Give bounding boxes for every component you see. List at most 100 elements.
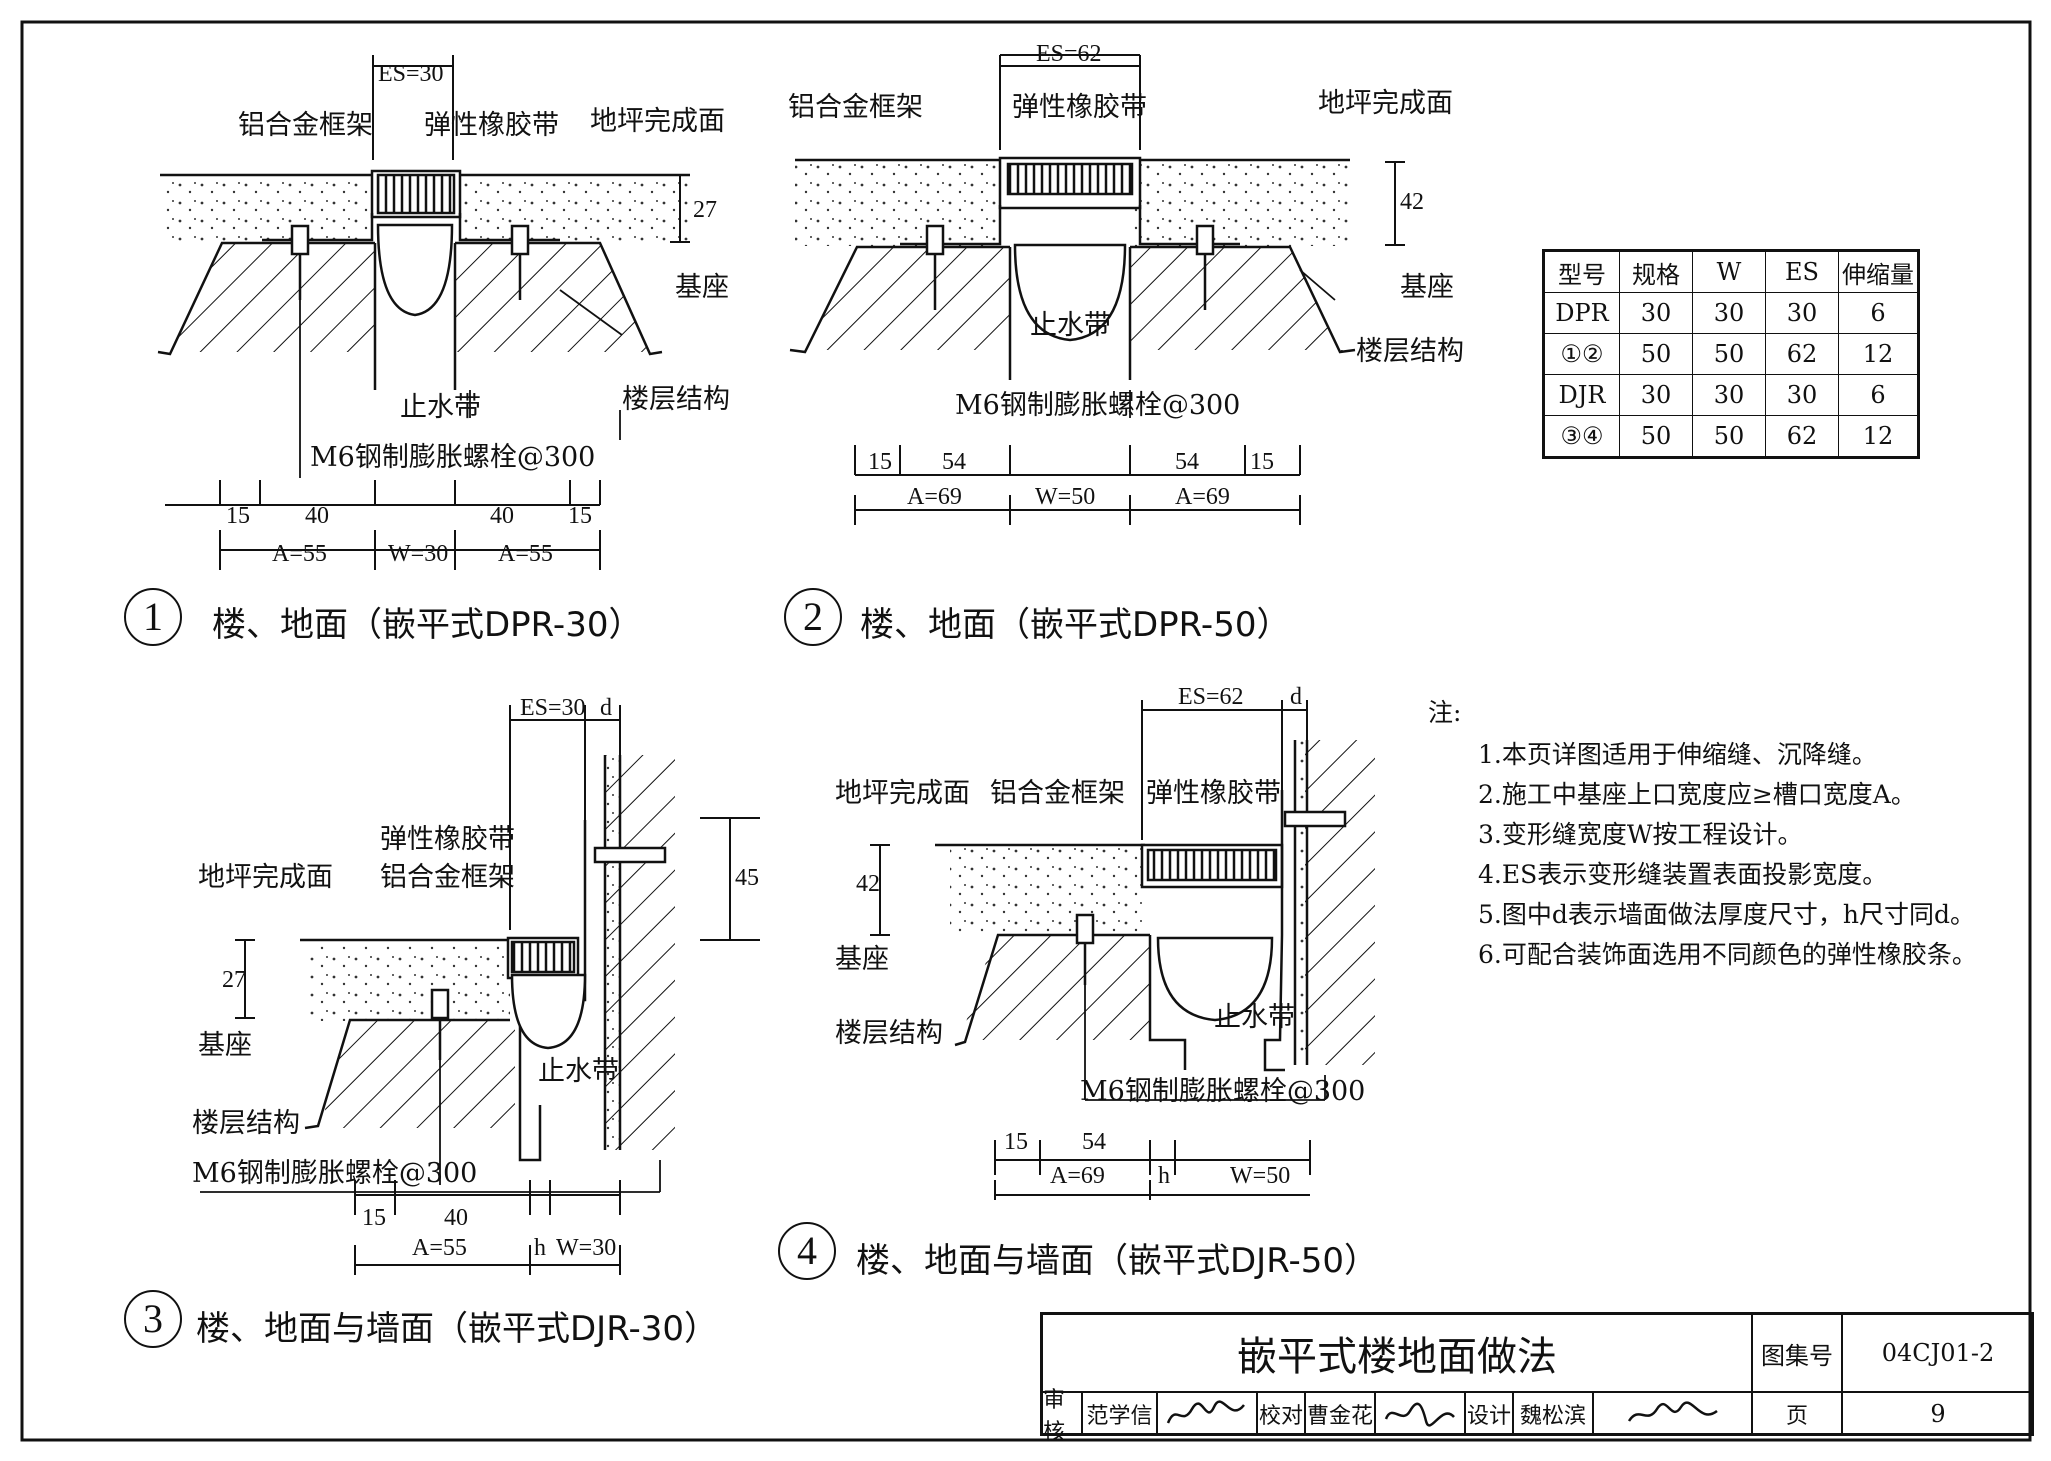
d1-dim-a1: 15: [226, 503, 250, 529]
spec-row: DJR 30 30 30 6: [1543, 374, 1919, 416]
checker-signature-icon: [1376, 1393, 1466, 1435]
d3-base-label: 基座: [198, 1030, 252, 1061]
drawing-title: 嵌平式楼地面做法: [1043, 1315, 1753, 1393]
d2-rubber-label: 弹性橡胶带: [1012, 92, 1147, 123]
d2-dim-b2: 54: [1175, 449, 1199, 475]
d1-es-dim: ES=30: [378, 61, 444, 87]
page-number: 9: [1930, 1400, 1946, 1428]
d3-finish-label: 地坪完成面: [198, 862, 333, 893]
d2-number: 2: [784, 588, 842, 646]
d4-dim-a1: 15: [1004, 1129, 1028, 1155]
d2-structure-label: 楼层结构: [1356, 336, 1464, 367]
d1-base-label: 基座: [675, 272, 729, 303]
d1-dim-b1: 15: [568, 503, 592, 529]
d2-dim-a: A=69: [907, 484, 962, 510]
spec-row: ①② 50 50 62 12: [1543, 333, 1919, 375]
title-block: 嵌平式楼地面做法 图集号 04CJ01-2 审核 范学信 校对 曹金花 设计 魏…: [1040, 1312, 2034, 1445]
d4-dim-h: h: [1158, 1163, 1170, 1189]
d2-height-dim: 42: [1400, 189, 1424, 215]
note-item: 5.图中d表示墙面做法厚度尺寸，h尺寸同d。: [1478, 900, 1975, 929]
spec-table-header: 型号 规格 W ES 伸缩量: [1543, 250, 1919, 293]
atlas-number: 04CJ01-2: [1843, 1315, 2033, 1393]
d2-es-dim: ES=62: [1036, 41, 1102, 67]
spec-cell: 30: [1692, 374, 1766, 416]
d3-waterstop-label: 止水带: [538, 1056, 619, 1087]
d1-caption: 楼、地面（嵌平式DPR-30）: [212, 605, 643, 645]
spec-cell: DPR: [1543, 292, 1620, 334]
d4-bolt-label: M6钢制膨胀螺栓@300: [1080, 1076, 1366, 1107]
d3-d-dim: d: [600, 695, 612, 721]
d4-rubber-label: 弹性橡胶带: [1146, 778, 1281, 809]
review-label: 审核: [1043, 1388, 1083, 1445]
spec-cell: 30: [1692, 292, 1766, 334]
d3-dim-w: W=30: [556, 1235, 617, 1261]
spec-cell: 12: [1838, 333, 1919, 375]
detail-3-drawing: [200, 705, 760, 1275]
spec-cell: DJR: [1543, 374, 1620, 416]
d1-dim-b: A=55: [498, 541, 553, 567]
d4-height-dim: 42: [856, 871, 880, 897]
note-item: 2.施工中基座上口宽度应≥槽口宽度A。: [1478, 780, 1916, 809]
d4-dim-a2: 54: [1082, 1129, 1106, 1155]
d3-number: 3: [124, 1290, 182, 1348]
d3-frame-label: 铝合金框架: [380, 862, 515, 893]
spec-header: ES: [1765, 250, 1839, 293]
detail-4-drawing: [870, 700, 1375, 1200]
check-label: 校对: [1258, 1393, 1306, 1435]
note-item: 6.可配合装饰面选用不同颜色的弹性橡胶条。: [1478, 940, 1977, 969]
d4-base-label: 基座: [835, 944, 889, 975]
d1-dim-b2: 40: [490, 503, 514, 529]
d4-structure-label: 楼层结构: [835, 1018, 943, 1049]
spec-cell: 62: [1765, 415, 1839, 458]
d2-caption: 楼、地面（嵌平式DPR-50）: [860, 605, 1291, 645]
spec-cell: 50: [1692, 333, 1766, 375]
notes-title: 注:: [1428, 698, 1462, 727]
spec-cell: 6: [1838, 374, 1919, 416]
spec-header: 伸缩量: [1838, 250, 1919, 293]
d2-waterstop-label: 止水带: [1030, 310, 1111, 341]
detail-2-drawing: [789, 54, 1405, 525]
d4-number: 4: [778, 1222, 836, 1280]
d3-dim-a1: 15: [362, 1205, 386, 1231]
d1-rubber-label: 弹性橡胶带: [424, 110, 559, 141]
d4-dim-w: W=50: [1230, 1163, 1291, 1189]
d3-height-dim: 27: [222, 967, 246, 993]
d3-structure-label: 楼层结构: [192, 1108, 300, 1139]
d1-structure-label: 楼层结构: [622, 384, 730, 415]
d3-dim-a: A=55: [412, 1235, 467, 1261]
spec-header: 规格: [1619, 250, 1693, 293]
d3-wall-height-dim: 45: [735, 865, 759, 891]
d4-d-dim: d: [1290, 684, 1302, 710]
detail-1-drawing: [157, 55, 690, 570]
d2-dim-w: W=50: [1035, 484, 1096, 510]
d2-bolt-label: M6钢制膨胀螺栓@300: [955, 390, 1241, 421]
d4-dim-a: A=69: [1050, 1163, 1105, 1189]
d1-dim-a: A=55: [272, 541, 327, 567]
spec-cell: ③④: [1543, 415, 1620, 458]
d2-dim-a1: 15: [868, 449, 892, 475]
spec-cell: 50: [1619, 333, 1693, 375]
spec-cell: ①②: [1543, 333, 1620, 375]
spec-header: W: [1692, 250, 1766, 293]
d2-dim-a2: 54: [942, 449, 966, 475]
atlas-label: 图集号: [1753, 1315, 1843, 1393]
d2-dim-b: A=69: [1175, 484, 1230, 510]
d2-frame-label: 铝合金框架: [788, 92, 923, 123]
d1-number: 1: [124, 588, 182, 646]
spec-cell: 30: [1765, 374, 1839, 416]
spec-cell: 62: [1765, 333, 1839, 375]
designer-name: 魏松滨: [1514, 1393, 1594, 1435]
d1-waterstop-label: 止水带: [400, 392, 481, 423]
checker-name: 曹金花: [1306, 1393, 1376, 1435]
spec-cell: 30: [1619, 292, 1693, 334]
page-label: 页: [1753, 1393, 1843, 1435]
designer-signature-icon: [1594, 1393, 1753, 1435]
spec-cell: 30: [1765, 292, 1839, 334]
d1-finish-label: 地坪完成面: [590, 106, 725, 137]
reviewer-name: 范学信: [1083, 1393, 1158, 1435]
d1-dim-w: W=30: [388, 541, 449, 567]
spec-cell: 6: [1838, 292, 1919, 334]
spec-row: DPR 30 30 30 6: [1543, 292, 1919, 334]
d4-finish-label: 地坪完成面: [835, 778, 970, 809]
d2-base-label: 基座: [1400, 272, 1454, 303]
